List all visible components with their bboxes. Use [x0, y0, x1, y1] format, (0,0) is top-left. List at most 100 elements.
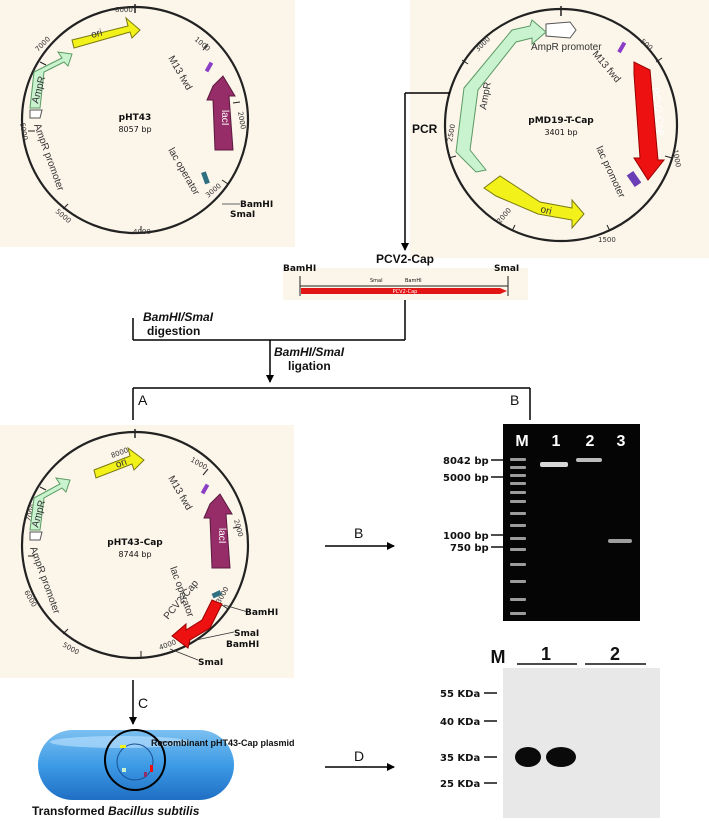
gel-lane-m: M	[515, 433, 528, 450]
pht43cap-ampr-promoter-marker	[29, 531, 43, 541]
western-blot: M 1 2 55 KDa 40 KDa 35 KDa 25 KDa	[440, 644, 660, 818]
insert-smai-inner: SmaI	[370, 278, 383, 284]
blot-image	[503, 668, 660, 818]
gel-marker-750: 750 bp	[450, 543, 489, 554]
pht43-laci-arrow	[206, 75, 236, 151]
pht43cap-laci-arrow	[203, 493, 233, 569]
pht43-ori-arrow	[71, 16, 141, 49]
pmd19-m13-marker	[617, 41, 627, 54]
pht43-smai-label: SmaI	[230, 210, 255, 220]
insert-fragment: PCV2-Cap BamHI SmaI SmaI BamHI PCV2-Cap	[283, 252, 528, 300]
gel-marker-1000: 1000 bp	[443, 531, 489, 542]
pht43cap-bamhi-2: BamHI	[226, 640, 259, 650]
gel-lane-2: 2	[586, 433, 595, 450]
insert-bamhi-inner: BamHI	[405, 278, 422, 284]
pht43cap-smai-1: SmaI	[234, 629, 259, 639]
gel-marker-8042: 8042 bp	[443, 456, 489, 467]
pht43-tick-6000: 6000	[18, 122, 29, 141]
pmd19-ori-arrow	[483, 175, 585, 230]
pht43cap-size: 8744 bp	[118, 550, 151, 559]
insert-smai-right: SmaI	[494, 264, 519, 274]
insert-bamhi-left: BamHI	[283, 264, 316, 274]
blot-lane-m: M	[491, 647, 506, 667]
gel-lane-1: 1	[552, 433, 561, 450]
blot-marker-55: 55 KDa	[440, 689, 480, 700]
pcr-label: PCR	[412, 122, 438, 136]
branch-b-label: B	[510, 392, 519, 408]
plasmid-pht43cap: 8000 1000 2000 3000 4000 5000 6000 7000 …	[0, 425, 294, 678]
insert-bar-label: PCV2-Cap	[393, 289, 418, 295]
plasmid-pht43: 8000 1000 2000 3000 4000 5000 6000 7000 …	[0, 0, 295, 247]
pcr-connector: PCR	[401, 92, 450, 251]
pht43-size: 8057 bp	[118, 125, 151, 134]
pht43-name: pHT43	[119, 113, 152, 123]
pht43cap-smai-2: SmaI	[198, 658, 223, 668]
agarose-gel: M 1 2 3 8042 bp 5000 bp 1000 bp 750 bp	[443, 424, 640, 621]
pmd19-ori-label: ori	[539, 204, 552, 217]
pht43cap-m13-marker	[200, 483, 210, 495]
pmd19-tick-2500: 2500	[446, 123, 457, 142]
ligation-enzymes: BamHI/SmaI	[274, 345, 345, 359]
pht43cap-laci-label: lacI	[216, 528, 227, 544]
gel-lane-3: 3	[617, 433, 626, 450]
pht43-tick-4000: 4000	[133, 228, 151, 236]
arrow-c-label: C	[138, 695, 148, 711]
pmd19-ampr-label: AmpR	[478, 81, 494, 110]
plasmid-pht43cap-background	[0, 425, 294, 678]
plasmid-pmd19: 500 1000 1500 2000 2500 3000 AmpR promot…	[410, 0, 709, 258]
bacterium-plasmid-label: Recombinant pHT43-Cap plasmid	[151, 738, 295, 748]
pmd19-pcv2-arrow	[633, 61, 666, 181]
branch-connector: A B	[132, 387, 531, 420]
branch-a-label: A	[138, 392, 148, 408]
pmd19-tick-1500: 1500	[598, 236, 616, 244]
plasmid-pht43-background	[0, 0, 295, 247]
blot-marker-25: 25 KDa	[440, 779, 480, 790]
pmd19-ampr-arrow	[455, 19, 547, 173]
gel-image	[503, 424, 640, 621]
pht43-ampr-promoter-marker	[29, 109, 43, 119]
pht43-lac-operator-marker	[201, 171, 210, 185]
blot-marker-40: 40 KDa	[440, 717, 480, 728]
gel-band-lane2	[576, 458, 602, 462]
arrow-c: C	[129, 680, 148, 725]
bacterium-body	[38, 730, 234, 800]
pmd19-size: 3401 bp	[544, 128, 577, 137]
arrow-d-label: D	[354, 748, 364, 764]
blot-marker-35: 35 KDa	[440, 753, 480, 764]
pmd19-tick-1000: 1000	[671, 149, 682, 168]
pmd19-ampr-promoter-label: AmpR promoter	[531, 42, 602, 53]
arrow-b-label: B	[354, 525, 363, 541]
blot-band-1a	[515, 747, 541, 767]
gel-band-lane3	[608, 539, 632, 543]
gel-band-lane1	[540, 462, 568, 467]
bacterium-plasmid-circle	[104, 729, 166, 791]
pmd19-name: pMD19-T-Cap	[528, 116, 594, 126]
pht43cap-pcv2-arrow	[171, 599, 223, 649]
pht43-ampr-arrow	[29, 51, 73, 109]
pmd19-ampr-promoter-marker	[545, 21, 577, 39]
gel-marker-5000: 5000 bp	[443, 473, 489, 484]
pht43cap-bamhi-1: BamHI	[245, 608, 278, 618]
pht43-tick-8000: 8000	[115, 6, 133, 14]
blot-lane-2: 2	[610, 644, 620, 664]
blot-band-1b	[546, 747, 576, 767]
pht43-laci-label: lacI	[219, 110, 230, 126]
bacterium: Recombinant pHT43-Cap plasmid Transforme…	[32, 729, 295, 818]
digestion-connector: BamHI/SmaI digestion BamHI/SmaI ligation	[132, 300, 406, 383]
insert-title: PCV2-Cap	[376, 252, 434, 266]
pht43-m13-marker	[204, 61, 214, 73]
pht43cap-ori-arrow	[93, 446, 145, 479]
pht43cap-ori-label: ori	[114, 457, 128, 471]
digestion-text: digestion	[147, 324, 200, 338]
pht43-ori-label: ori	[90, 28, 103, 41]
digestion-enzymes: BamHI/SmaI	[143, 310, 214, 324]
arrow-d: D	[325, 748, 395, 771]
gel-ladder	[510, 458, 526, 615]
pht43cap-ampr-arrow	[29, 477, 71, 531]
insert-bar	[301, 288, 507, 294]
pht43-bamhi-label: BamHI	[240, 200, 273, 210]
bacterium-caption: Transformed Bacillus subtilis	[32, 804, 200, 818]
pmd19-lac-promoter-marker	[626, 170, 642, 188]
pht43cap-lac-operator-marker	[211, 590, 222, 599]
